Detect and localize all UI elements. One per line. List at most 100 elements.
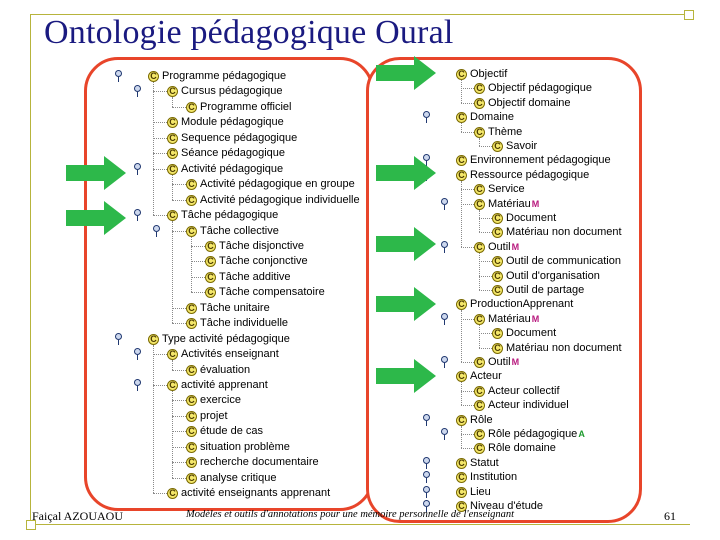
expand-key-icon[interactable] <box>423 413 430 426</box>
expand-key-icon[interactable] <box>441 356 448 368</box>
tree-node-label: Activité pédagogique individuelle <box>200 193 360 206</box>
expand-key-icon[interactable] <box>423 485 430 498</box>
expand-key-icon[interactable] <box>134 209 141 222</box>
expand-key-icon[interactable] <box>134 348 141 361</box>
expand-key-icon[interactable] <box>423 471 430 484</box>
tree-connector <box>172 431 186 433</box>
tree-connector <box>172 307 186 309</box>
tree-node-label: Ressource pédagogique <box>470 168 590 181</box>
expand-key-icon[interactable] <box>153 224 160 237</box>
expand-key-icon[interactable] <box>423 500 430 512</box>
tree-connector <box>479 347 492 349</box>
expand-key-icon[interactable] <box>134 85 141 98</box>
tree-node-label: étude de cas <box>200 425 263 438</box>
tree-node-label: Acteur <box>470 370 502 383</box>
expand-key-icon[interactable] <box>115 70 122 82</box>
class-icon: C <box>186 395 197 407</box>
tree-connector <box>461 310 462 362</box>
tree-node-label: Thème <box>488 125 523 138</box>
class-icon: C <box>205 256 216 268</box>
tree-connector <box>461 390 474 392</box>
class-icon: C <box>186 225 197 237</box>
expand-key-icon[interactable] <box>134 379 141 391</box>
expand-key-icon[interactable] <box>134 162 141 175</box>
expand-key-icon[interactable] <box>423 456 430 469</box>
expand-key-icon[interactable] <box>115 332 122 345</box>
tree-connector <box>172 360 173 370</box>
expand-key-icon[interactable] <box>441 240 448 253</box>
expand-key-icon[interactable] <box>423 154 430 167</box>
class-icon: C <box>474 97 485 109</box>
expand-key-icon[interactable] <box>441 428 448 440</box>
expand-key-icon[interactable] <box>423 111 430 124</box>
highlight-arrow <box>376 287 436 321</box>
tree-connector <box>479 232 492 234</box>
tree-node-label: Service <box>488 183 525 196</box>
frame-left-line <box>30 14 31 524</box>
tree-connector <box>191 276 205 278</box>
expand-key-icon[interactable] <box>441 312 448 325</box>
tree-node-label: Séance pédagogique <box>181 147 285 160</box>
expand-key-icon[interactable] <box>441 197 448 210</box>
